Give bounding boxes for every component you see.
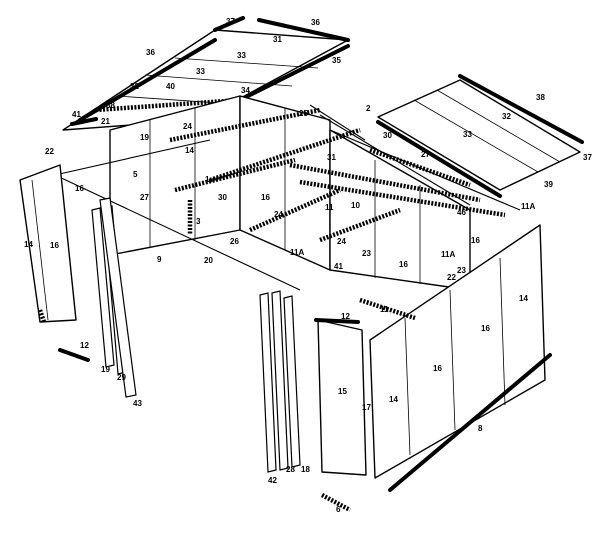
part-number-label: 24	[337, 237, 346, 246]
part-number-label: 16	[399, 260, 408, 269]
part-number-label: 33	[196, 67, 205, 76]
part-number-label: 12	[341, 312, 350, 321]
floor-cleat	[320, 493, 352, 512]
part-number-label: 22	[45, 147, 54, 156]
part-number-label: 37	[226, 17, 235, 26]
part-number-label: 19	[101, 365, 110, 374]
part-number-label: 3	[196, 217, 201, 226]
part-number-label: 16	[261, 193, 270, 202]
part-number-label: 22	[447, 273, 456, 282]
part-number-label: 34	[241, 86, 250, 95]
part-number-label: 18	[301, 465, 310, 474]
part-number-label: 46	[457, 208, 466, 217]
part-number-label: 11A	[441, 250, 455, 259]
part-number-label: 25	[299, 109, 308, 118]
door-posts	[259, 290, 301, 473]
part-number-label: 16	[433, 364, 442, 373]
part-number-label: 30	[383, 131, 392, 140]
part-number-label: 32	[130, 82, 139, 91]
part-number-label: 16	[50, 241, 59, 250]
part-number-label: 36	[311, 18, 320, 27]
part-number-label: 37	[583, 153, 592, 162]
roof-right	[376, 74, 584, 198]
part-number-label: 15	[338, 387, 347, 396]
part-number-label: 41	[72, 110, 81, 119]
part-number-label: 30	[218, 193, 227, 202]
part-number-label: 29	[117, 373, 126, 382]
part-number-label: 16	[471, 236, 480, 245]
part-number-label: 14	[185, 146, 194, 155]
part-number-label: 38	[106, 101, 115, 110]
part-number-label: 16	[481, 324, 490, 333]
part-number-label: 20	[204, 256, 213, 265]
part-number-label: 17	[362, 403, 371, 412]
part-number-label: 11	[380, 305, 389, 314]
part-number-label: 9	[157, 255, 162, 264]
part-number-label: 16	[75, 184, 84, 193]
part-number-label: 35	[332, 56, 341, 65]
part-number-label: 43	[133, 399, 142, 408]
part-number-label: 27	[421, 150, 430, 159]
part-number-label: 1	[205, 175, 210, 184]
part-number-label: 28	[286, 465, 295, 474]
part-number-label: 41	[334, 262, 343, 271]
part-number-label: 14	[519, 294, 528, 303]
part-number-label: 38	[536, 93, 545, 102]
part-number-label: 27	[140, 193, 149, 202]
part-number-label: 11A	[521, 202, 535, 211]
roof-ridge-cap-right	[458, 74, 584, 144]
part-number-label: 42	[268, 476, 277, 485]
part-number-label: 24	[274, 210, 283, 219]
floor-bracket	[58, 348, 90, 362]
part-number-label: 8	[478, 424, 483, 433]
part-number-label: 24	[183, 122, 192, 131]
part-number-label: 2	[366, 104, 371, 113]
roof-truss	[54, 104, 521, 291]
part-number-label: 33	[237, 51, 246, 60]
part-number-label: 6	[336, 505, 341, 514]
part-number-label: 31	[327, 153, 336, 162]
floor-rail	[388, 353, 552, 492]
part-number-label: 23	[457, 266, 466, 275]
front-right-wall	[314, 224, 552, 512]
roof-edge-rail	[78, 38, 217, 122]
part-number-label: 36	[146, 48, 155, 57]
left-wall-panel	[19, 164, 77, 323]
roof-trim-strip	[213, 16, 245, 32]
part-number-label: 11A	[290, 248, 304, 257]
part-number-label: 26	[230, 237, 239, 246]
left-posts	[58, 197, 137, 398]
part-number-label: 23	[362, 249, 371, 258]
part-number-label: 32	[502, 112, 511, 121]
part-number-label: 40	[166, 82, 175, 91]
part-number-label: 11	[325, 203, 334, 212]
part-number-label: 21	[101, 117, 110, 126]
part-number-label: 14	[24, 240, 33, 249]
roof-ridge-cap	[257, 18, 350, 42]
part-number-label: 19	[140, 133, 149, 142]
part-number-label: 39	[544, 180, 553, 189]
part-number-label: 31	[273, 35, 282, 44]
part-number-label: 33	[463, 130, 472, 139]
part-number-label: 10	[351, 201, 360, 210]
part-number-label: 5	[133, 170, 138, 179]
part-number-label: 12	[80, 341, 89, 350]
part-number-label: 14	[389, 395, 398, 404]
